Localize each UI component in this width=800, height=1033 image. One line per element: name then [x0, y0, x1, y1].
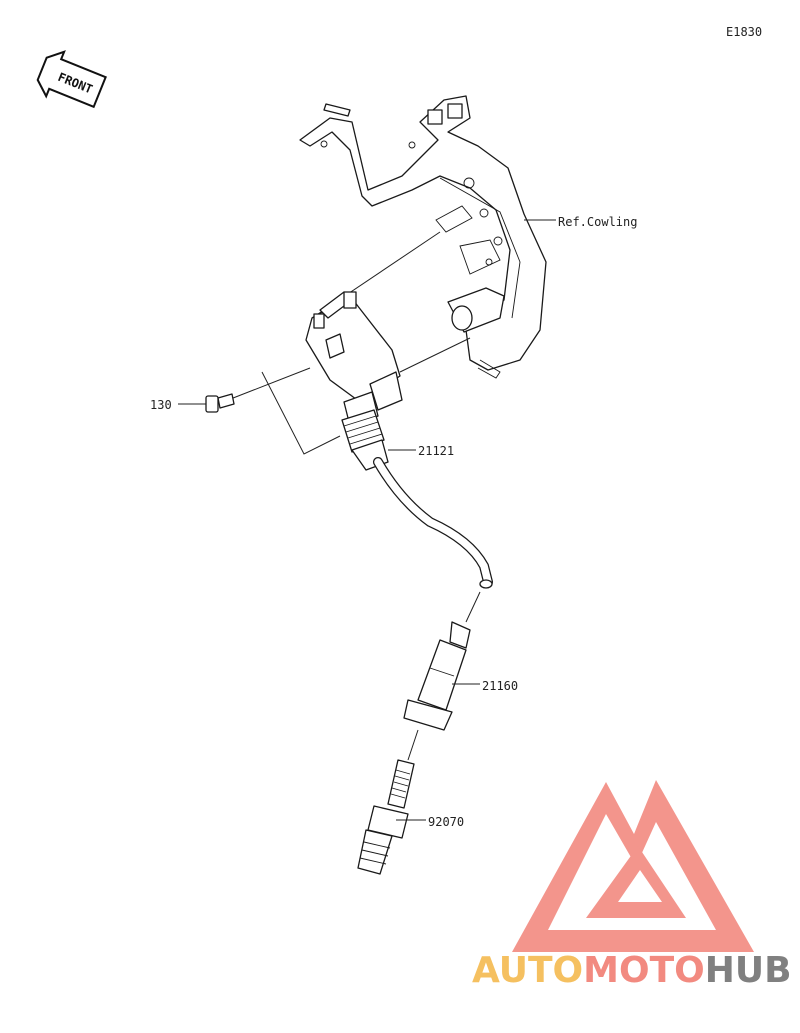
- front-arrow-icon: FRONT: [36, 50, 107, 109]
- bolt-130: 130: [150, 393, 235, 413]
- coil-label: 21121: [418, 444, 454, 458]
- cowling-label: Ref.Cowling: [558, 215, 637, 229]
- cowling-bracket: [299, 95, 547, 379]
- watermark-mark-icon: [512, 780, 754, 952]
- watermark-hub: HUB: [705, 950, 792, 991]
- watermark-text: AUTOMOTOHUB: [472, 950, 792, 991]
- spark-plug: [357, 759, 415, 875]
- cap-guide-line: [407, 729, 419, 761]
- watermark-moto: MOTO: [583, 950, 705, 991]
- diagram-code: E1830: [726, 25, 762, 39]
- plug-cap: [403, 621, 471, 731]
- plug-label: 92070: [428, 815, 464, 829]
- ht-cable: [373, 457, 493, 589]
- bolt-label: 130: [150, 398, 172, 412]
- cable-guide-line: [465, 591, 481, 623]
- watermark-auto: AUTO: [472, 950, 583, 991]
- ignition-coil: [305, 291, 403, 471]
- cap-label: 21160: [482, 679, 518, 693]
- watermark-logo: [512, 780, 754, 952]
